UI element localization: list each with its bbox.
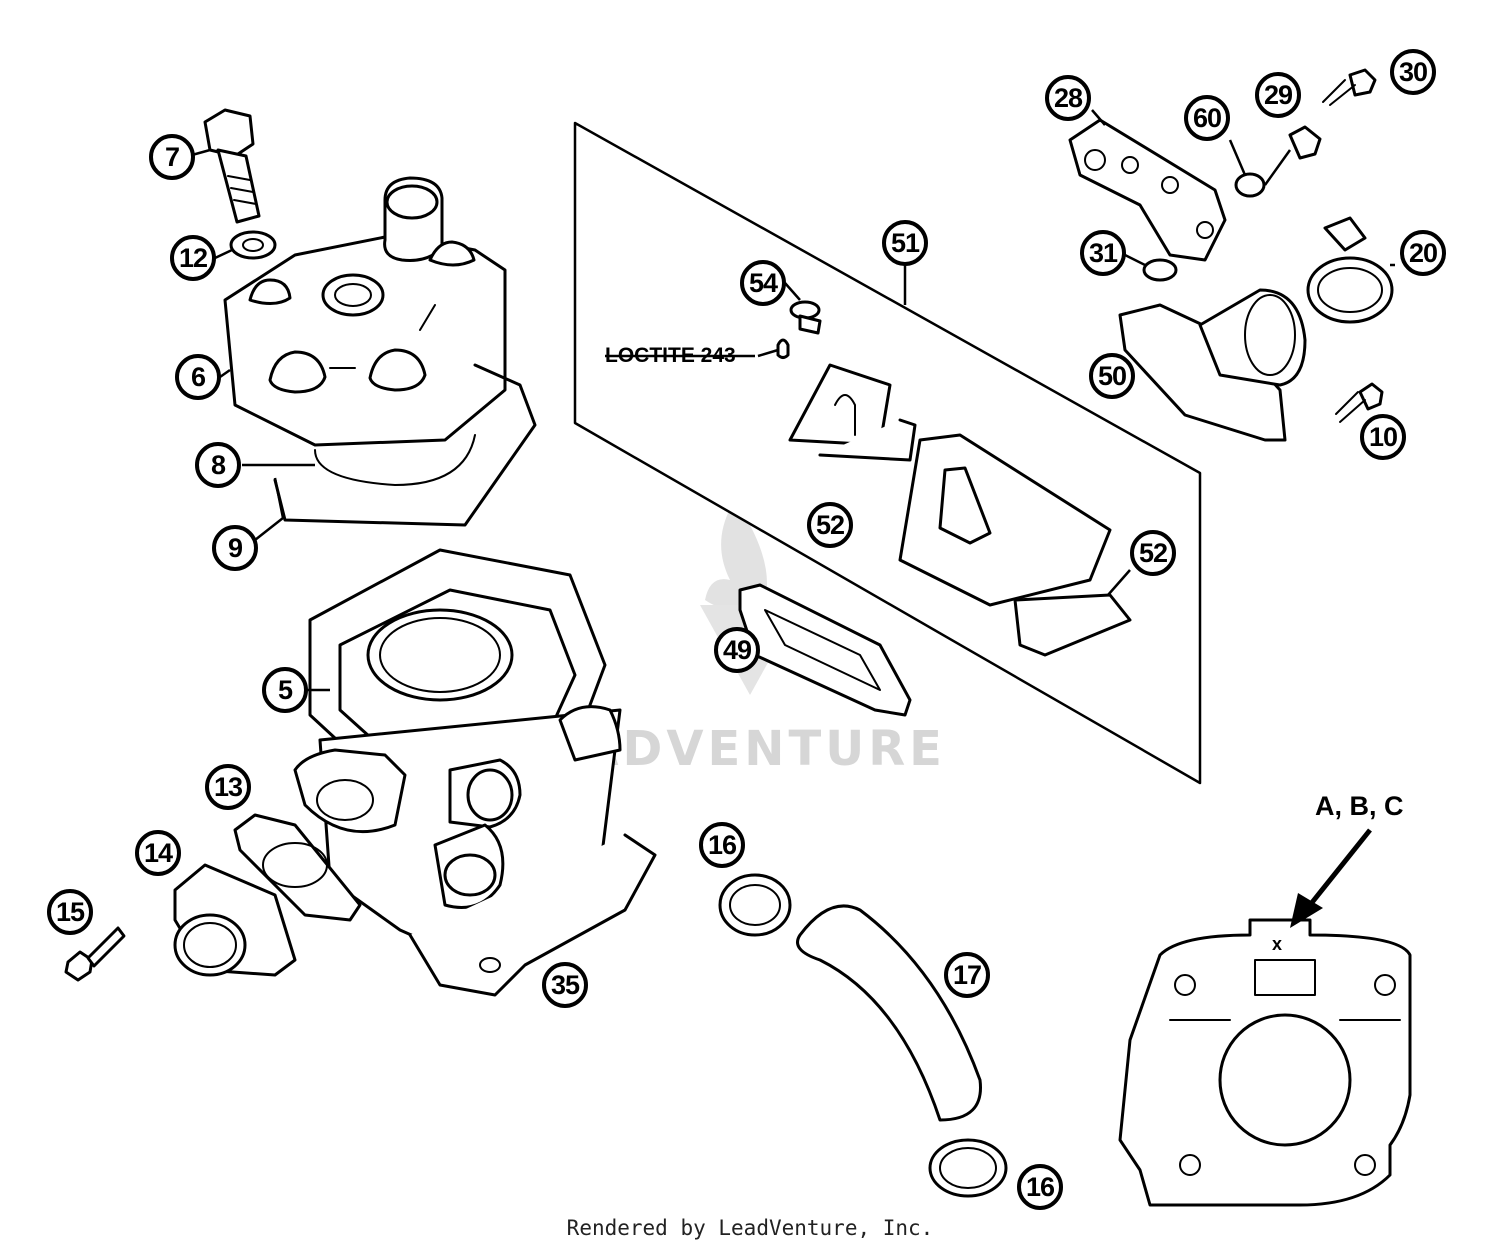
clamp-16-bottom[interactable] (928, 1138, 1008, 1198)
callout-54[interactable]: 54 (740, 260, 786, 306)
cylinder-5[interactable] (293, 548, 657, 997)
bracket-28[interactable] (1068, 118, 1227, 262)
o-ring-8[interactable] (314, 434, 476, 486)
bushing-29[interactable] (1288, 125, 1322, 160)
hose-17[interactable] (796, 904, 982, 1122)
callout-12[interactable]: 12 (170, 235, 216, 281)
callout-29[interactable]: 29 (1255, 72, 1301, 118)
flange-14[interactable] (173, 863, 297, 977)
intake-manifold-50[interactable] (1118, 288, 1307, 442)
svg-text:49: 49 (723, 635, 752, 665)
gasket-13[interactable] (233, 813, 362, 922)
svg-text:15: 15 (56, 897, 85, 927)
clamp-16-top[interactable] (718, 873, 792, 937)
washer-12[interactable] (229, 230, 277, 260)
callout-10[interactable]: 10 (1360, 414, 1406, 460)
callout-16b[interactable]: 16 (1017, 1164, 1063, 1210)
svg-text:28: 28 (1054, 83, 1083, 113)
loctite-drop (776, 338, 790, 359)
callout-52b[interactable]: 52 (1130, 530, 1176, 576)
loctite-note: LOCTITE 243 (605, 344, 736, 367)
svg-text:5: 5 (278, 675, 293, 705)
callout-52a[interactable]: 52 (807, 502, 853, 548)
callout-6[interactable]: 6 (175, 354, 221, 400)
svg-text:9: 9 (228, 533, 243, 563)
svg-text:35: 35 (551, 970, 580, 1000)
callout-28[interactable]: 28 (1045, 75, 1091, 121)
callout-35[interactable]: 35 (542, 962, 588, 1008)
callout-16a[interactable]: 16 (699, 822, 745, 868)
detail-arrow (1290, 828, 1372, 928)
svg-text:54: 54 (749, 268, 778, 298)
bolt-7[interactable] (203, 108, 261, 224)
reed-petal-52b[interactable] (1013, 593, 1132, 657)
svg-text:16: 16 (1026, 1172, 1055, 1202)
detail-label: A, B, C (1315, 791, 1404, 821)
gasket-49[interactable] (738, 583, 912, 717)
svg-text:50: 50 (1098, 361, 1126, 391)
svg-text:14: 14 (144, 838, 173, 868)
detail-x-mark: x (1272, 934, 1282, 954)
callout-7[interactable]: 7 (149, 134, 195, 180)
svg-text:52: 52 (1139, 538, 1167, 568)
svg-text:52: 52 (816, 510, 844, 540)
bolt-15[interactable] (64, 926, 126, 982)
watermark-flame-icon (705, 500, 767, 610)
svg-text:13: 13 (214, 772, 243, 802)
reed-block[interactable] (898, 433, 1112, 607)
callout-20[interactable]: 20 (1400, 230, 1446, 276)
callout-31[interactable]: 31 (1080, 230, 1126, 276)
callout-9[interactable]: 9 (212, 525, 258, 571)
svg-text:12: 12 (179, 243, 207, 273)
reed-petal-52a[interactable] (788, 363, 917, 462)
svg-text:7: 7 (165, 142, 179, 172)
svg-text:31: 31 (1089, 238, 1118, 268)
callout-8[interactable]: 8 (195, 442, 241, 488)
callout-13[interactable]: 13 (205, 764, 251, 810)
callout-51[interactable]: 51 (882, 220, 928, 266)
screw-54[interactable] (789, 300, 822, 335)
leader-lines (191, 109, 1395, 692)
svg-text:17: 17 (953, 960, 981, 990)
callout-50[interactable]: 50 (1089, 353, 1135, 399)
washer-31[interactable] (1142, 258, 1178, 282)
svg-text:8: 8 (211, 450, 226, 480)
svg-text:20: 20 (1409, 238, 1437, 268)
spacer-60[interactable] (1234, 172, 1266, 198)
clamp-20[interactable] (1306, 216, 1394, 324)
callout-60[interactable]: 60 (1184, 95, 1230, 141)
svg-text:60: 60 (1193, 103, 1221, 133)
callout-30[interactable]: 30 (1390, 49, 1436, 95)
footer-credit: Rendered by LeadVenture, Inc. (566, 1216, 934, 1240)
callout-17[interactable]: 17 (944, 952, 990, 998)
callout-14[interactable]: 14 (135, 830, 181, 876)
callout-49[interactable]: 49 (714, 627, 760, 673)
bolt-10[interactable] (1335, 382, 1384, 423)
svg-text:16: 16 (708, 830, 737, 860)
screw-30[interactable] (1322, 68, 1377, 106)
svg-text:30: 30 (1399, 57, 1427, 87)
cylinder-top-detail: x (1118, 918, 1412, 1207)
svg-text:6: 6 (191, 362, 206, 392)
svg-text:51: 51 (891, 228, 920, 258)
cylinder-head-6[interactable] (223, 176, 507, 447)
svg-text:10: 10 (1369, 422, 1397, 452)
svg-text:29: 29 (1264, 80, 1293, 110)
callout-15[interactable]: 15 (47, 889, 93, 935)
callout-5[interactable]: 5 (262, 667, 308, 713)
